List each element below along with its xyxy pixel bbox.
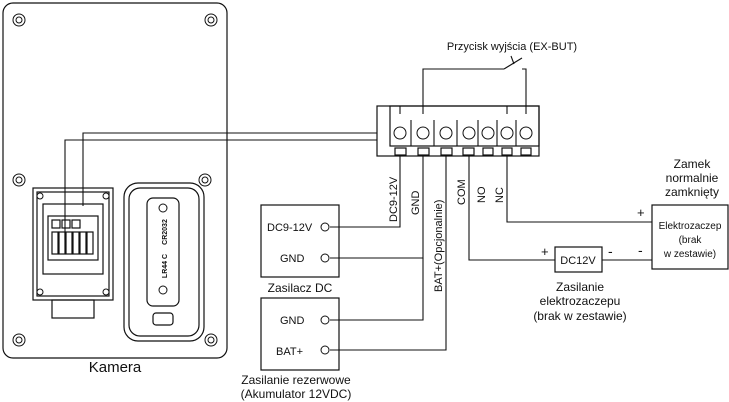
terminal-block: [376, 105, 540, 157]
backup-term-gnd: GND: [280, 315, 305, 327]
lock-supply-plus: +: [541, 244, 549, 259]
exit-button: Przycisk wyjścia (EX-BUT): [422, 41, 577, 106]
wire-label-gnd: GND: [410, 191, 422, 216]
battery-label-2: LR44 C: [162, 254, 169, 278]
dc-supply-term-dc: DC9-12V: [267, 222, 313, 234]
terminal-dividers: [410, 120, 517, 146]
lock-plus: +: [637, 205, 645, 220]
lock-title-line1: Zamek: [674, 157, 712, 171]
wire-label-com: COM: [456, 179, 468, 205]
camera-screw-mid-left: [12, 173, 26, 187]
camera-terminal-bay: [32, 187, 114, 319]
camera-screw-top-left: [12, 13, 26, 27]
lock-title-line3: zamknięty: [665, 185, 719, 199]
backup-term-bat: BAT+: [276, 346, 303, 358]
camera-cable: [64, 132, 377, 240]
lock-box-line2: (brak: [679, 235, 703, 246]
electric-lock: Zamek normalnie zamknięty Elektrozaczep …: [637, 157, 729, 270]
lock-box-line1: Elektrozaczep: [659, 221, 722, 232]
battery-label-1: CR2032: [162, 219, 169, 245]
wire-label-no: NO: [476, 186, 488, 203]
dc-power-supply: DC9-12V GND Zasilacz DC: [260, 204, 340, 295]
exit-button-label: Przycisk wyjścia (EX-BUT): [447, 41, 577, 53]
camera-unit: CR2032 LR44 C Kamera: [2, 2, 228, 376]
camera-body: [2, 2, 228, 359]
dc-supply-term-dc-screw: [320, 222, 330, 232]
camera-battery-compartment: CR2032 LR44 C: [123, 182, 205, 342]
lock-title-line2: normalnie: [666, 171, 719, 185]
camera-label: Kamera: [89, 359, 142, 376]
backup-label-line2: (Akumulator 12VDC): [241, 387, 352, 401]
wire-label-bat: BAT+(Opcjonalnie): [433, 200, 445, 292]
lock-supply-label-line1: Zasilanie: [556, 280, 604, 294]
lock-supply-label-line3: (brak w zestawie): [533, 309, 626, 323]
terminal-screws: [393, 126, 533, 140]
dc-supply-label: Zasilacz DC: [268, 281, 333, 295]
lock-supply-label-line2: elektrozaczepu: [540, 294, 621, 308]
backup-power-supply: GND BAT+ Zasilanie rezerwowe (Akumulator…: [241, 297, 352, 401]
camera-screw-bottom-right: [204, 333, 218, 347]
camera-screw-mid-right: [198, 173, 212, 187]
terminal-wire-entries: [394, 147, 532, 156]
dc-supply-term-gnd: GND: [280, 253, 305, 265]
lock-supply-box-label: DC12V: [560, 255, 596, 267]
camera-connector-pins: [51, 219, 94, 255]
lock-supply-minus: -: [608, 243, 613, 259]
backup-term-gnd-screw: [320, 315, 330, 325]
backup-label-line1: Zasilanie rezerwowe: [241, 373, 351, 387]
wire-label-nc: NC: [494, 187, 506, 203]
backup-term-bat-screw: [320, 345, 330, 355]
wires: [330, 156, 652, 351]
lock-power-supply: DC12V + - Zasilanie elektrozaczepu (brak…: [533, 243, 626, 323]
lock-box-line3: w zestawie): [663, 249, 716, 260]
dc-supply-term-gnd-screw: [320, 253, 330, 263]
lock-minus: -: [638, 242, 643, 258]
camera-screw-bottom-left: [12, 333, 26, 347]
wire-label-dc: DC9-12V: [388, 176, 400, 222]
camera-screw-top-right: [204, 13, 218, 27]
